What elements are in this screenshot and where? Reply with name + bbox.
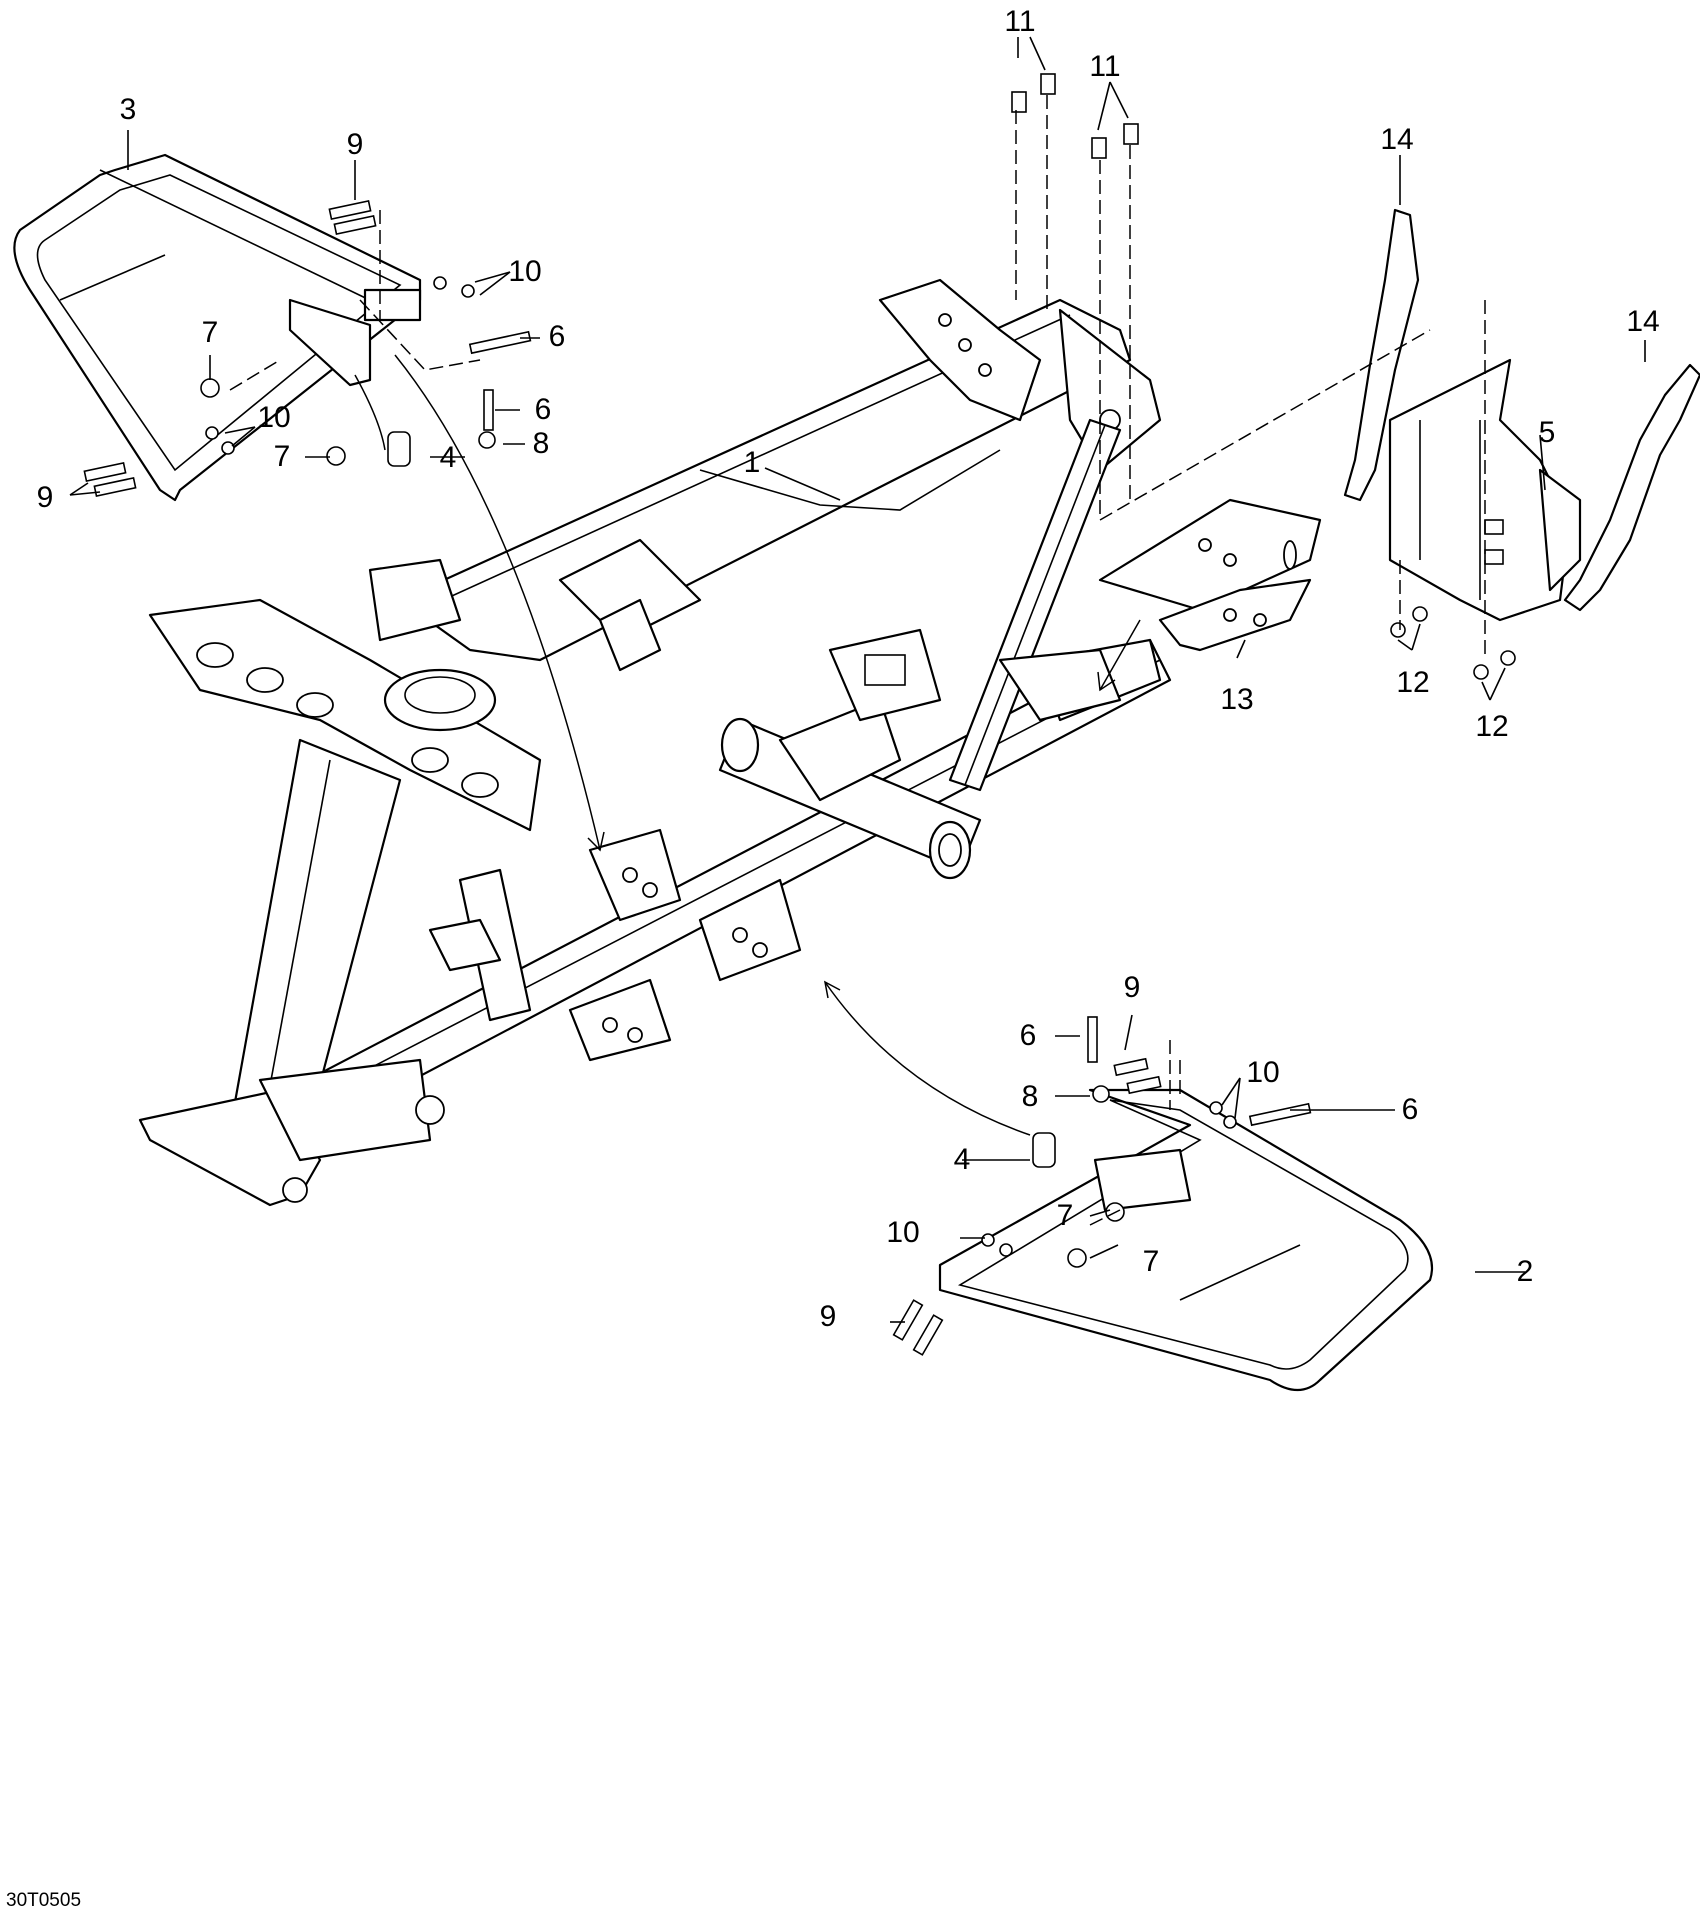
callout-8-rear: 8 (1021, 1080, 1039, 1113)
fasteners (83, 73, 1516, 1356)
rear-bracket-part-5 (1388, 358, 1582, 622)
callout-1: 1 (743, 446, 761, 479)
callout-11-left: 11 (1004, 5, 1036, 38)
callout-9-rear-lower: 9 (819, 1300, 837, 1333)
callout-4-front: 4 (439, 441, 457, 474)
callout-9-front-upper: 9 (346, 128, 364, 161)
brace-part-14-left (1343, 208, 1420, 502)
callout-7-rear-lower: 7 (1142, 1245, 1160, 1278)
callout-10-front-lower: 10 (257, 401, 291, 434)
front-rack-part-3 (13, 153, 422, 502)
callout-3: 3 (119, 93, 137, 126)
callout-7-rear-upper: 7 (1056, 1199, 1074, 1232)
callout-4-rear: 4 (953, 1143, 971, 1176)
callout-13: 13 (1220, 683, 1254, 716)
callout-9-rear-upper: 9 (1123, 971, 1141, 1004)
brace-part-14-right (1563, 363, 1700, 612)
rear-rack-part-2 (938, 1088, 1434, 1392)
alignment-lines (229, 95, 1486, 1226)
callout-10-rear-lower: 10 (886, 1216, 920, 1249)
callout-7-front-lower: 7 (273, 440, 291, 473)
callout-7-front-upper: 7 (201, 316, 219, 349)
callout-10-front-upper: 10 (508, 255, 542, 288)
figure-code: 30T0505 (6, 1890, 82, 1911)
callout-6-front-lower: 6 (534, 393, 552, 426)
leader-lines (69, 36, 1646, 1323)
callout-11-right: 11 (1089, 50, 1121, 83)
callout-5: 5 (1538, 416, 1556, 449)
callout-6-front-upper: 6 (548, 320, 566, 353)
side-plates-part-13 (1098, 498, 1322, 652)
callout-14-left: 14 (1380, 123, 1414, 156)
callout-6-rear-horizontal: 6 (1401, 1093, 1419, 1126)
main-frame-part-1 (138, 278, 1172, 1207)
assembly-arrows (354, 354, 1141, 1136)
callout-14-right: 14 (1626, 305, 1660, 338)
callout-8-front: 8 (532, 427, 550, 460)
callout-10-rear-upper: 10 (1246, 1056, 1280, 1089)
callout-12-right: 12 (1475, 710, 1509, 743)
callout-9-front-lower: 9 (36, 481, 54, 514)
callout-12-left: 12 (1396, 666, 1430, 699)
callout-6-rear-vertical: 6 (1019, 1019, 1037, 1052)
callout-2: 2 (1516, 1255, 1534, 1288)
